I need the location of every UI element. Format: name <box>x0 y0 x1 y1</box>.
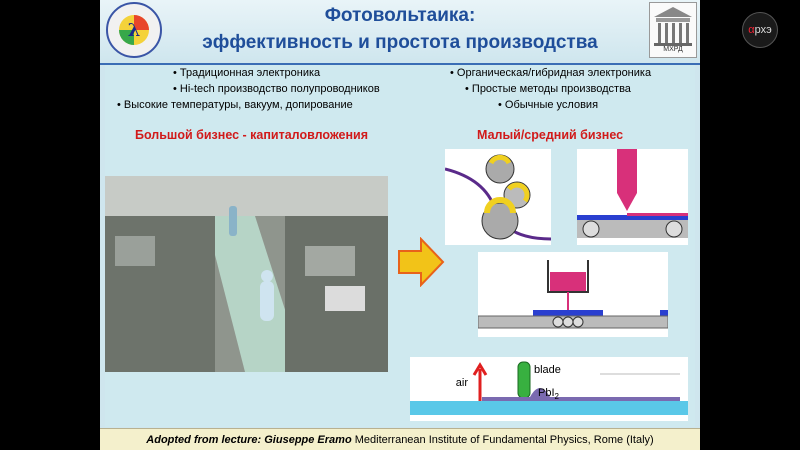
left-bullet-3: • Высокие температуры, вакуум, допирован… <box>117 99 353 111</box>
cleanroom-photo <box>105 176 388 372</box>
footer-citation-rest: Mediterranean Institute of Fundamental P… <box>351 434 654 446</box>
presentation-slide: λ Фотовольтаика: эффективность и простот… <box>100 0 700 450</box>
left-section-heading: Большой бизнес - капиталовложения <box>135 128 369 142</box>
right-bullet-3: • Обычные условия <box>498 99 599 111</box>
footer-citation-prefix: Adopted from lecture: Giuseppe Eramo <box>146 434 352 446</box>
channel-logo-prefix: α <box>748 24 755 36</box>
slide-header: λ Фотовольтаика: эффективность и простот… <box>100 0 700 62</box>
arrow-right-icon <box>397 236 445 288</box>
institute-logo: λ <box>106 2 162 58</box>
channel-logo: αрхэ <box>742 12 778 48</box>
right-section-heading: Малый/средний бизнес <box>477 128 624 142</box>
slide-title-line-2: эффективность и простота производства <box>202 32 598 53</box>
air-label: air <box>456 377 469 389</box>
lambda-glyph: λ <box>128 20 141 41</box>
left-bullet-2: • Hi-tech производство полупроводников <box>173 83 380 95</box>
slide-footer: Adopted from lecture: Giuseppe Eramo Med… <box>100 428 700 450</box>
blade-coating-diagram: air blade PbI2 <box>410 357 688 421</box>
right-bullet-2: • Простые методы производства <box>465 83 631 95</box>
left-bullet-1: • Традиционная электроника <box>173 67 321 79</box>
university-logo: МХРД <box>649 2 697 58</box>
printing-diagram <box>477 252 669 337</box>
slot-die-diagram <box>577 149 688 245</box>
roll-to-roll-diagram <box>444 149 552 245</box>
header-divider <box>100 63 700 65</box>
right-bullet-1: • Органическая/гибридная электроника <box>450 67 652 79</box>
blade-label: blade <box>534 364 561 376</box>
pbi2-label: PbI2 <box>538 387 560 401</box>
university-logo-text: МХРД <box>663 46 683 53</box>
slide-title-line-1: Фотовольтаика: <box>324 5 476 26</box>
channel-logo-text: рхэ <box>754 24 772 36</box>
